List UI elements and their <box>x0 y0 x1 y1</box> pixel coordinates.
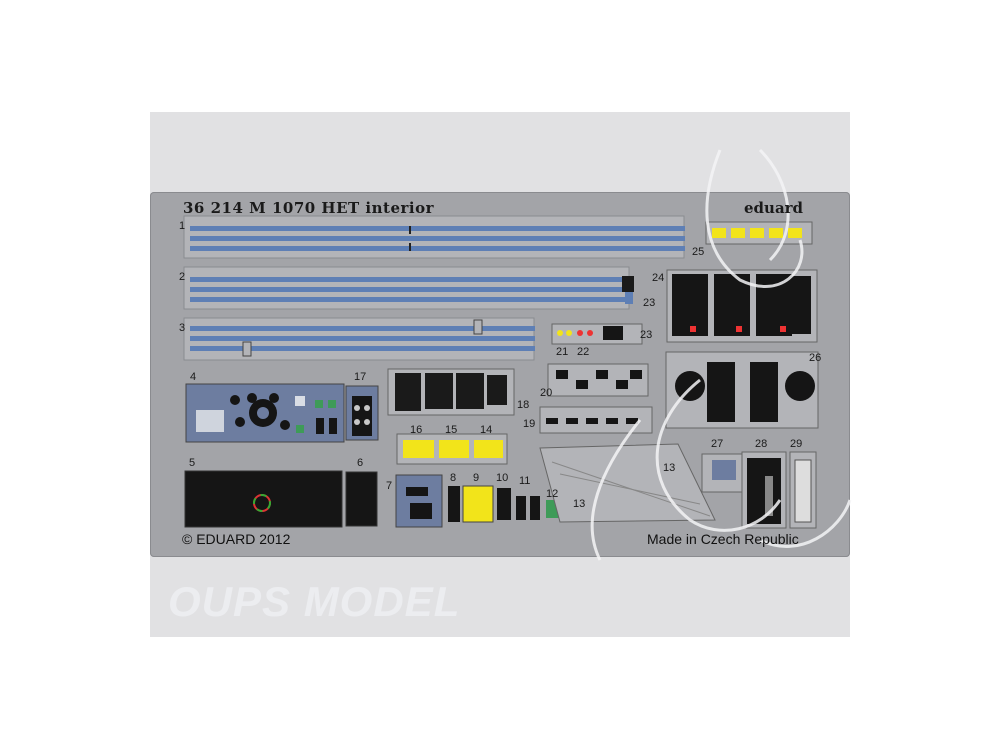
parts-21-23 <box>551 323 643 345</box>
part-29-panel <box>789 451 817 529</box>
part-number-28: 28 <box>755 438 768 450</box>
part-number-26: 26 <box>809 352 822 364</box>
part-number-5: 5 <box>189 457 196 469</box>
origin-text: Made in Czech Republic <box>647 531 799 547</box>
parts-14-16-yellow-placards <box>396 433 508 465</box>
part-number-7: 7 <box>386 480 393 492</box>
part-17-panel <box>345 385 379 441</box>
part-25-yellow-brackets <box>705 221 813 245</box>
part-number-18: 18 <box>517 399 530 411</box>
part-3-strip <box>183 317 535 361</box>
copyright-text: © EDUARD 2012 <box>182 531 291 547</box>
part-number-3: 3 <box>179 322 186 334</box>
fret-title: 36 214 M 1070 HET interior <box>183 199 435 217</box>
part-24-black-frames <box>666 269 818 343</box>
parts-8-10 <box>448 485 511 523</box>
part-27-panel <box>701 453 743 493</box>
part-number-10: 10 <box>496 472 509 484</box>
part-18-placard <box>387 368 515 416</box>
part-13-floor-plate <box>539 443 716 523</box>
part-number-23-upper: 23 <box>643 297 656 309</box>
part-number-19: 19 <box>523 418 536 430</box>
part-number-12: 12 <box>546 488 559 500</box>
part-number-6: 6 <box>357 457 364 469</box>
part-20-clips <box>547 363 649 397</box>
part-1-strip <box>183 215 685 259</box>
part-number-22: 22 <box>577 346 590 358</box>
part-number-21: 21 <box>556 346 569 358</box>
part-number-17: 17 <box>354 371 367 383</box>
part-number-16: 16 <box>410 424 423 436</box>
part-number-20: 20 <box>540 387 553 399</box>
brand-logo-text: eduard <box>744 199 804 217</box>
part-number-11: 11 <box>519 475 531 487</box>
eduard-logo-watermark <box>590 148 852 561</box>
part-number-15: 15 <box>445 424 458 436</box>
part-4-panel <box>185 383 345 443</box>
part-number-23-lower: 23 <box>640 329 653 341</box>
part-number-4: 4 <box>190 371 197 383</box>
part-2-strip <box>183 266 634 310</box>
part-number-13-lower: 13 <box>573 498 586 510</box>
part-7-panel <box>395 474 443 528</box>
part-number-8: 8 <box>450 472 457 484</box>
part-number-29: 29 <box>790 438 803 450</box>
part-5-black-panel <box>184 470 343 528</box>
part-26-black-pieces <box>665 351 819 429</box>
part-number-13-upper: 13 <box>663 462 676 474</box>
part-number-27: 27 <box>711 438 724 450</box>
part-19-clips <box>539 406 653 434</box>
part-number-25: 25 <box>692 246 705 258</box>
part-number-14: 14 <box>480 424 493 436</box>
part-number-1: 1 <box>179 220 186 232</box>
part-number-2: 2 <box>179 271 186 283</box>
part-number-9: 9 <box>473 472 480 484</box>
part-number-24: 24 <box>652 272 665 284</box>
watermark-text: OUPS MODEL <box>168 578 461 625</box>
part-6-black-panel <box>345 471 378 527</box>
